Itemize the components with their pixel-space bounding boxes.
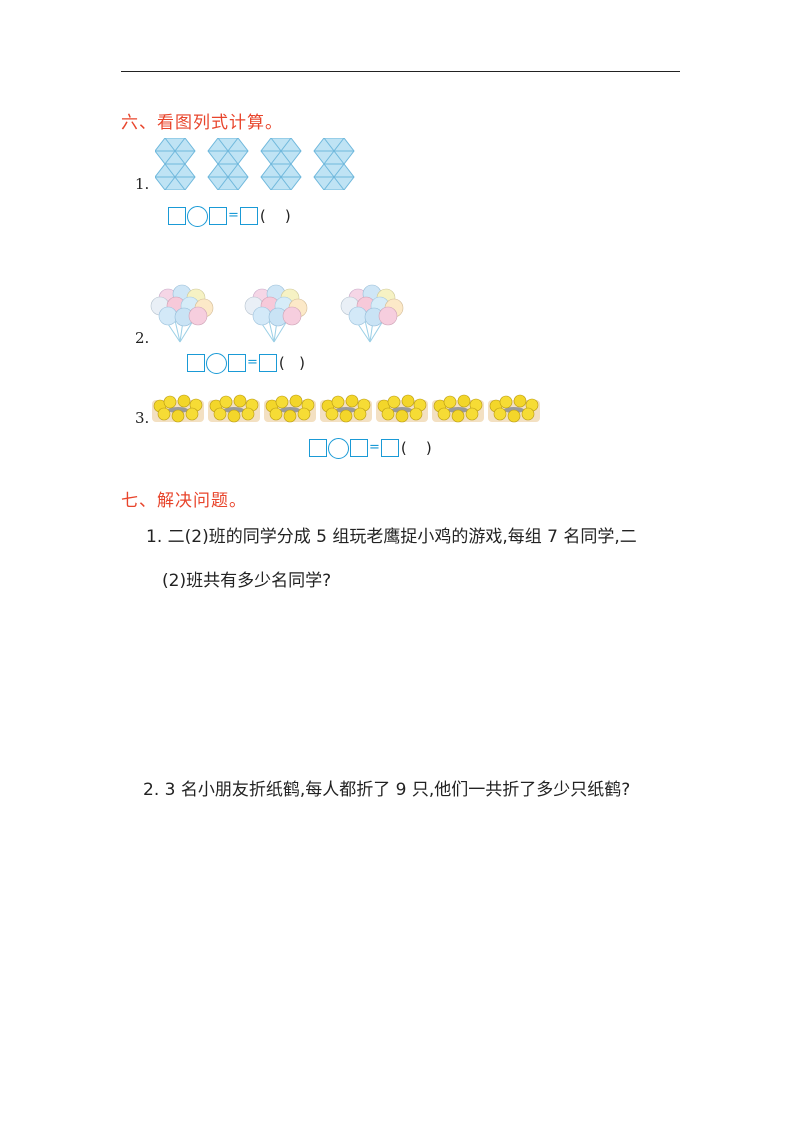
answer-box[interactable] — [239, 207, 258, 225]
problem-2-line-1: 2. 3 名小朋友折纸鹤,每人都折了 9 只,他们一共折了多少只纸鹤? — [143, 780, 631, 800]
problem-1-line-1: 1. 二(2)班的同学分成 5 组玩老鹰捉小鸡的游戏,每组 7 名同学,二 — [146, 527, 637, 547]
operator-circle[interactable] — [187, 205, 208, 227]
operator-circle[interactable] — [328, 437, 349, 459]
answer-box[interactable] — [228, 354, 246, 372]
section-7-title: 七、解决问题。 — [121, 491, 247, 511]
chick-groups — [152, 394, 541, 423]
equals-sign: = — [247, 355, 258, 370]
problem-1-line-2: (2)班共有多少名同学? — [162, 571, 332, 591]
equation-1: = ( ) — [168, 204, 291, 228]
equation-3: = ( ) — [309, 436, 432, 460]
unit-parens: ( ) — [400, 439, 432, 457]
unit-parens: ( ) — [278, 354, 305, 372]
answer-box[interactable] — [209, 207, 227, 225]
answer-box[interactable] — [380, 439, 399, 457]
item-2-number: 2. — [135, 329, 150, 347]
answer-box[interactable] — [350, 439, 368, 457]
equals-sign: = — [228, 208, 239, 223]
answer-box[interactable] — [187, 354, 205, 372]
section-6-title: 六、看图列式计算。 — [121, 113, 283, 133]
item-3-number: 3. — [135, 409, 150, 427]
answer-box[interactable] — [258, 354, 277, 372]
answer-box[interactable] — [309, 439, 327, 457]
unit-parens: ( ) — [259, 207, 291, 225]
header-rule — [121, 71, 680, 72]
hexagon-figures — [155, 138, 355, 190]
operator-circle[interactable] — [206, 352, 227, 374]
balloon-bunches — [150, 284, 404, 343]
item-1-number: 1. — [135, 175, 150, 193]
answer-box[interactable] — [168, 207, 186, 225]
equation-2: = ( ) — [187, 351, 305, 375]
equals-sign: = — [369, 440, 380, 455]
